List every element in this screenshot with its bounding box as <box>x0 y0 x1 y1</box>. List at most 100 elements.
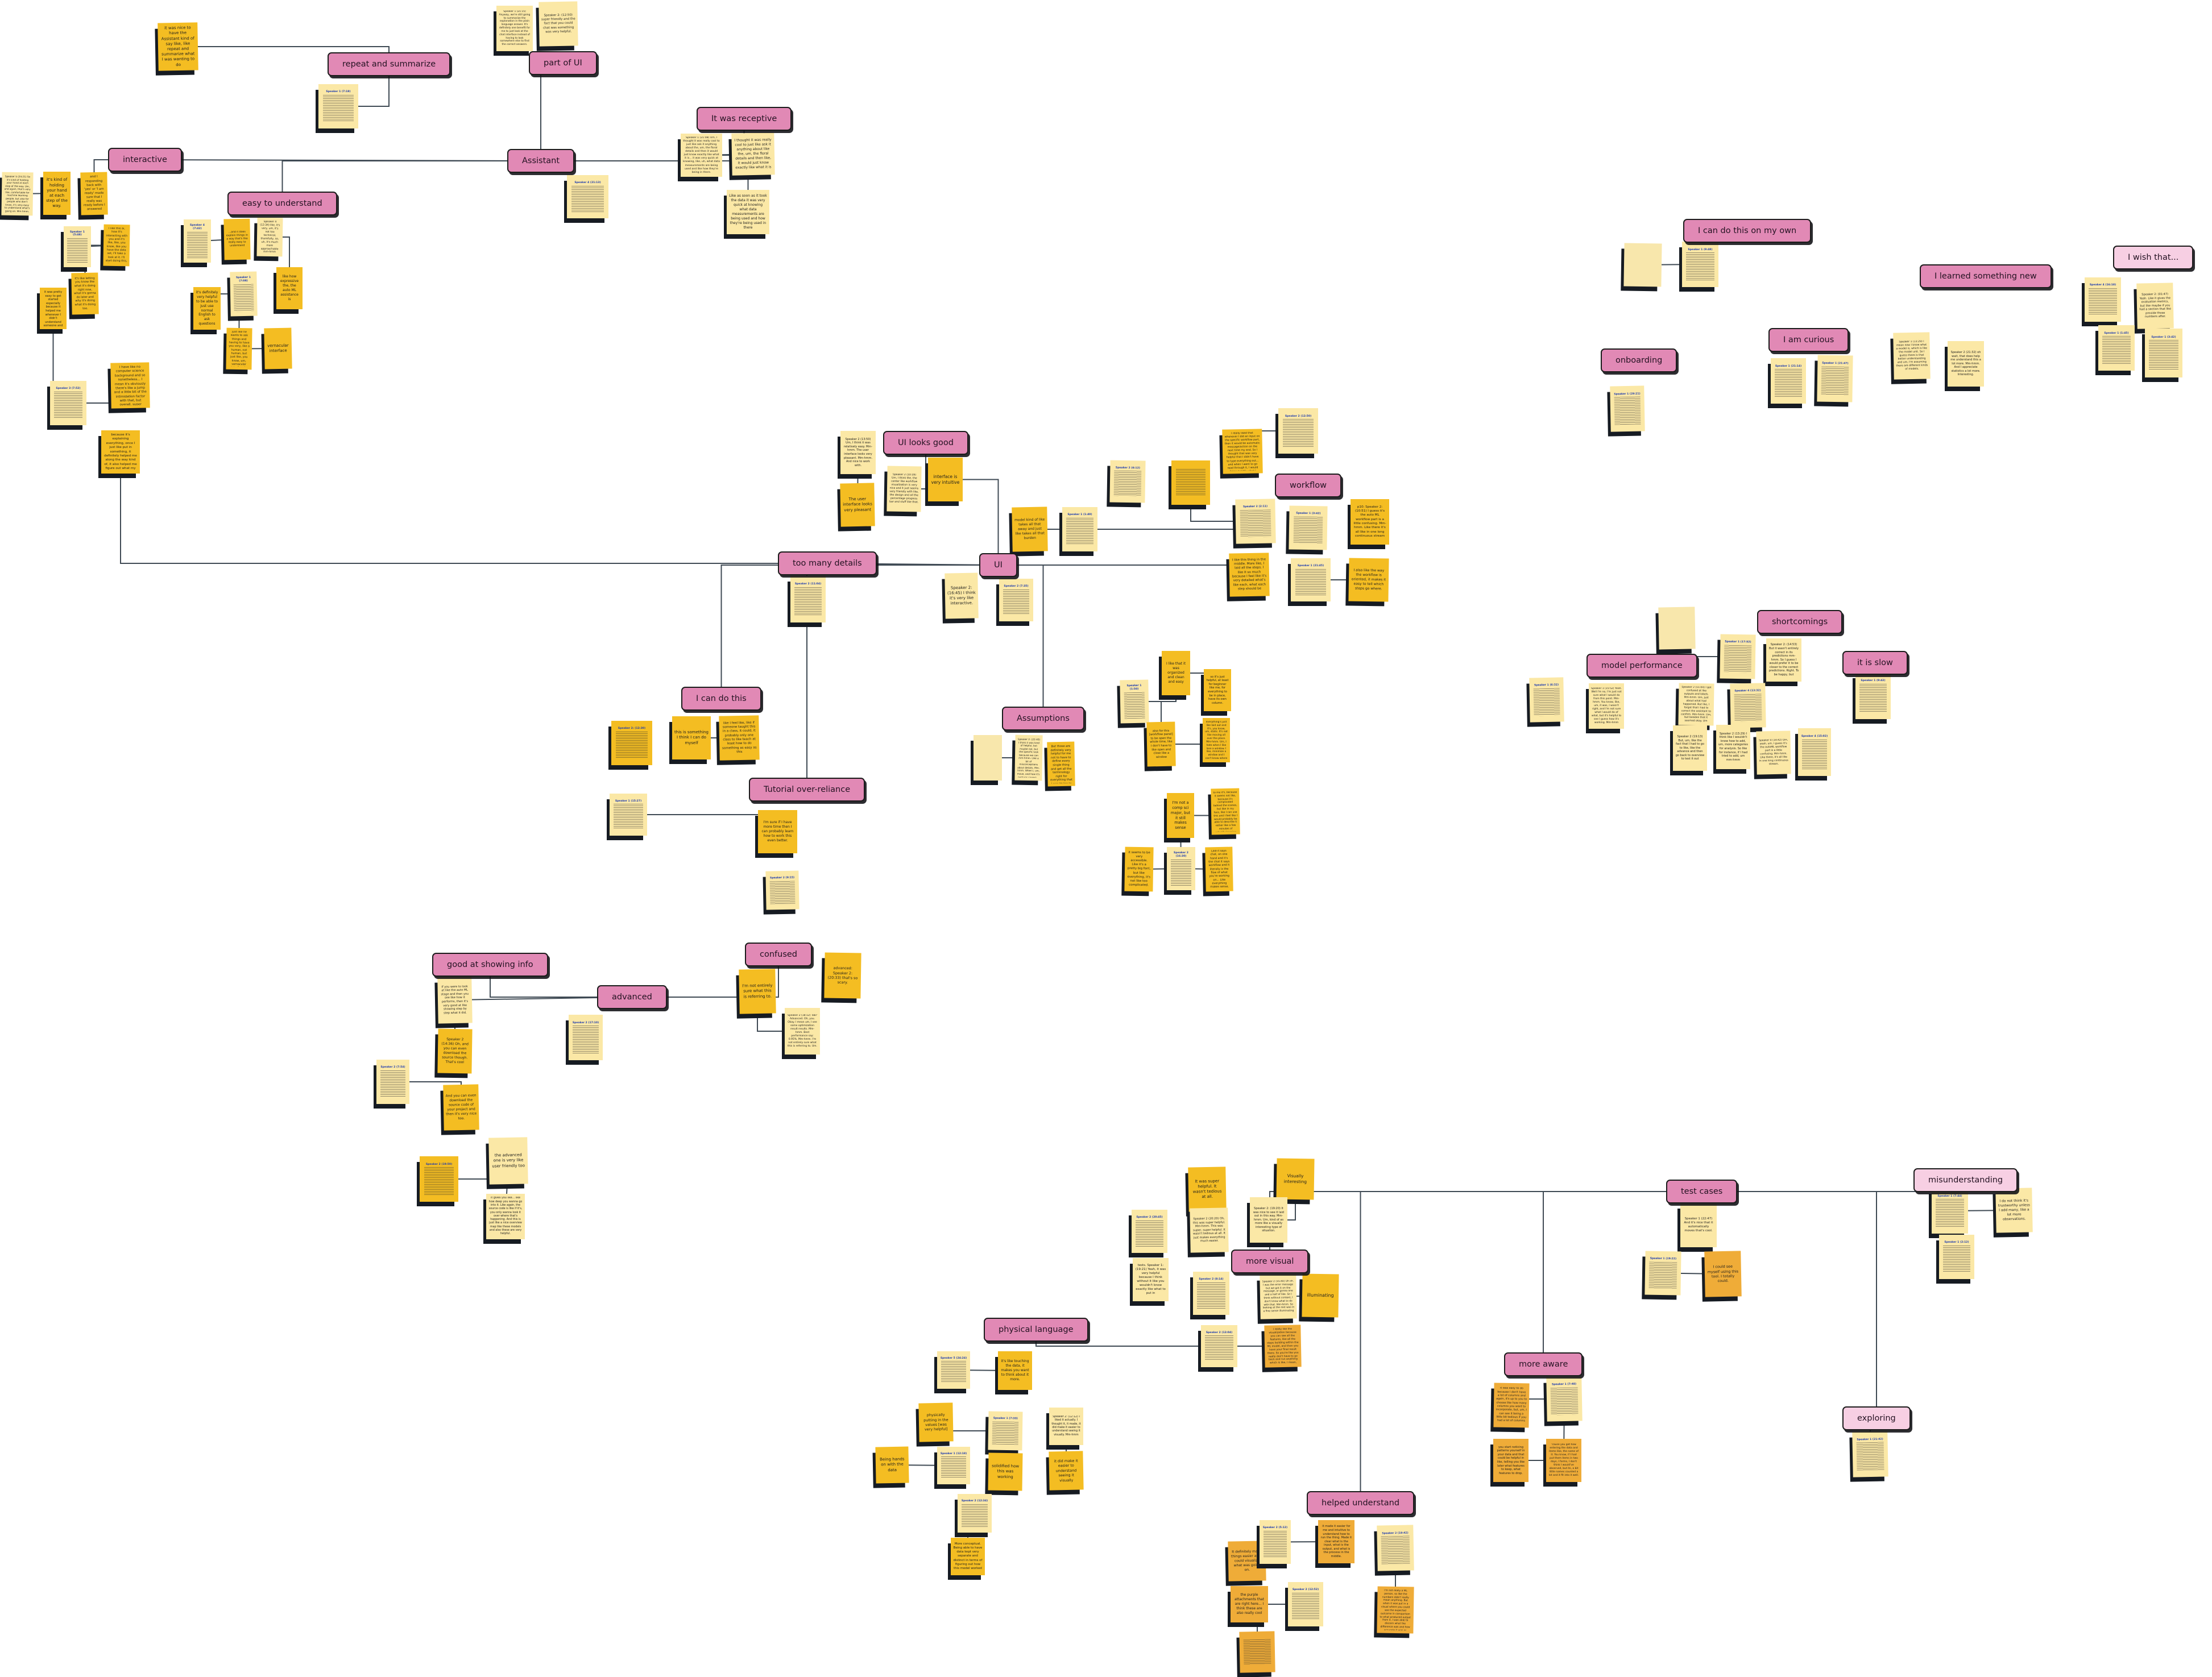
n10-sticky-note[interactable]: It's like letting you know like what it'… <box>71 272 99 315</box>
n133-sticky-note[interactable]: Speaker 1 (21:42) <box>1852 1431 1888 1477</box>
n117-sticky-note[interactable]: solidified how this was working <box>988 1452 1023 1491</box>
n35-sticky-note[interactable]: Speaker 2 (7:35) <box>999 579 1033 621</box>
label-misunderstanding[interactable]: misunderstanding <box>1913 1168 2018 1192</box>
n24-sticky-note[interactable]: Speaker 1 (21:08) Um, I thought it was r… <box>681 134 722 177</box>
n38-sticky-note[interactable]: Speaker 2 (12:50) <box>1278 408 1318 454</box>
n63-sticky-note[interactable]: I'm sure if I have more time then I can … <box>758 810 797 853</box>
label-more-aware[interactable]: more aware <box>1504 1352 1583 1376</box>
label-model-perf[interactable]: model performance <box>1586 654 1697 678</box>
n114-sticky-note[interactable]: Speaker 2: (12:12) I liked it actually. … <box>1049 1408 1083 1445</box>
n95-sticky-note[interactable]: Speaker 2 (18:12) Tab? Advanced. Oh, you… <box>785 1008 820 1055</box>
n102-sticky-note[interactable]: Speaker 2: (19:20) It was nice to see it… <box>1250 1197 1287 1243</box>
n98-sticky-note[interactable]: it gives you like... like how deep you w… <box>486 1194 525 1239</box>
n130-sticky-note[interactable]: Speaker 1 (7:48) <box>1546 1376 1583 1422</box>
n2-sticky-note[interactable]: Speaker 1 (7:18) <box>318 84 358 128</box>
n60-sticky-note[interactable]: this is something I think I can do mysel… <box>672 716 711 759</box>
n80-sticky-note[interactable]: Speaker 1 (15:52) Yeah. Well I'm no, I'm… <box>1589 683 1624 729</box>
n112-sticky-note[interactable]: physically putting in the values [was ve… <box>918 1402 954 1442</box>
label-can-do-own[interactable]: I can do this on my own <box>1683 219 1812 243</box>
n87-sticky-note[interactable]: Speaker 1 (9:42) <box>1855 673 1891 719</box>
n5-sticky-note[interactable]: Speaker 5 (24:21) So it's kind of holdin… <box>1 172 34 216</box>
label-learned[interactable]: I learned something new <box>1920 264 2052 288</box>
n115-sticky-note[interactable]: Being hands on with the data <box>875 1446 909 1484</box>
n8-sticky-note[interactable]: Speaker 1 (5:48) <box>64 226 91 267</box>
n66-sticky-note[interactable]: Speaker 1 (9:48) <box>1682 242 1718 287</box>
n14-sticky-note[interactable]: because it's explaining everything, once… <box>101 430 140 474</box>
n56-sticky-note[interactable] <box>974 735 1002 781</box>
n54-sticky-note[interactable]: Speaker 2 (16:30) <box>1167 847 1195 890</box>
n7-sticky-note[interactable]: and I responding back with 'yes' or 'I a… <box>80 172 108 215</box>
label-ui-looks-good[interactable]: UI looks good <box>883 431 968 455</box>
n61-sticky-note[interactable]: like I feel like, like if someone taught… <box>719 715 760 761</box>
n83-sticky-note[interactable]: Speaker 2 (19:13) But, um, like the fact… <box>1673 725 1707 771</box>
label-assistant[interactable]: Assistant <box>507 149 575 173</box>
label-receptive[interactable]: It was receptive <box>697 107 792 131</box>
n85-sticky-note[interactable]: Speaker 4 (14:42) Um, yeah, um, I guess … <box>1756 730 1791 775</box>
n68-sticky-note[interactable]: Speaker 1 (21:14) <box>1771 358 1806 404</box>
n12-sticky-note[interactable]: Speaker 3 (7:52) <box>50 381 86 425</box>
n96-sticky-note[interactable]: Speaker 2 (19:50) <box>420 1156 458 1202</box>
label-slow[interactable]: it is slow <box>1842 651 1908 675</box>
n128-sticky-note[interactable]: Speaker 1 (2:12) <box>1939 1235 1974 1279</box>
label-advanced[interactable]: advanced <box>597 985 667 1009</box>
n4-sticky-note[interactable]: Speaker 2: (12:50) super friendly and th… <box>538 1 578 47</box>
n67-sticky-note[interactable]: Speaker 1 (29:21) <box>1610 385 1645 432</box>
n113-sticky-note[interactable]: Speaker 1 (7:33) <box>988 1411 1023 1451</box>
label-repeat-summarize[interactable]: repeat and summarize <box>328 52 451 76</box>
n77-sticky-note[interactable]: Speaker 1 (17:52) <box>1720 634 1756 679</box>
n73-sticky-note[interactable]: Speaker 2: (01:47) Yeah. Like it gives t… <box>2136 283 2174 329</box>
n27-sticky-note[interactable]: Speaker 2 (13:50) Um, I think it was rel… <box>840 431 876 474</box>
n20-sticky-note[interactable]: it's definitely very helpful to be able … <box>193 287 221 330</box>
n93-sticky-note[interactable]: advanced: Speaker 2: (20:33) that's so s… <box>824 952 861 999</box>
n17-sticky-note[interactable]: Speaker 4 (12:34) like, it's very, um, i… <box>256 217 283 257</box>
label-confused[interactable]: confused <box>745 943 813 966</box>
n116-sticky-note[interactable]: Speaker 1 (12:18) <box>937 1447 970 1484</box>
n19-sticky-note[interactable]: Speaker 1 (7:08) <box>230 271 258 317</box>
n47-sticky-note[interactable]: I like that it was organized and clean a… <box>1162 651 1190 695</box>
n124-sticky-note[interactable]: I could see myself using this tool. I to… <box>1704 1251 1742 1297</box>
n55-sticky-note[interactable]: Like it says chat, on one hand and it's … <box>1205 846 1233 892</box>
n23-sticky-note[interactable]: like how expressive the, the auto ML ass… <box>276 267 303 309</box>
n42-sticky-note[interactable]: p10: Speaker 2: (10:51) I guess it's the… <box>1351 499 1389 545</box>
n110-sticky-note[interactable]: Speaker 5 (24:24) <box>937 1351 970 1389</box>
n18-sticky-note[interactable]: Speaker 4 (21:13) <box>567 175 608 218</box>
label-tutorial[interactable]: Tutorial over-reliance <box>749 778 865 802</box>
n57-sticky-note[interactable]: Speaker 2: (22:40) I think it was kind o… <box>1014 734 1043 781</box>
label-ui[interactable]: UI <box>979 553 1017 577</box>
n36-sticky-note[interactable]: Speaker 2 (11:04) <box>790 576 826 622</box>
n90-sticky-note[interactable]: Speaker 2 (7:54) <box>376 1060 409 1104</box>
label-exploring[interactable]: exploring <box>1842 1406 1911 1430</box>
n126-sticky-note[interactable]: Speaker 1 (7:44) <box>1932 1188 1968 1234</box>
n132-sticky-note[interactable]: 'cause you get how entering the data and… <box>1546 1439 1581 1482</box>
label-physical[interactable]: physical language <box>984 1318 1088 1342</box>
n39-sticky-note[interactable] <box>1171 460 1210 505</box>
n43-sticky-note[interactable]: I like this thing in the middle. More li… <box>1229 553 1270 597</box>
label-too-many-details[interactable]: too many details <box>778 551 877 575</box>
n82-sticky-note[interactable]: Speaker 4 (13:32) <box>1730 683 1766 728</box>
n37-sticky-note[interactable]: I really liked that whenever I did an in… <box>1222 429 1263 474</box>
label-workflow[interactable]: workflow <box>1275 474 1341 497</box>
n105-sticky-note[interactable]: illuminating <box>1302 1273 1339 1318</box>
n135-sticky-note[interactable]: it made it easier for me and intuitive t… <box>1318 1520 1354 1563</box>
n86-sticky-note[interactable]: Speaker 4 (15:02) <box>1798 728 1831 776</box>
n45-sticky-note[interactable]: I also like the way the workflow is orie… <box>1348 558 1389 602</box>
label-wish[interactable]: I wish that... <box>2113 246 2194 269</box>
n91-sticky-note[interactable]: And you can even download the source cod… <box>443 1084 479 1131</box>
n40-sticky-note[interactable]: Speaker 2 (2:11) <box>1235 499 1276 544</box>
n131-sticky-note[interactable]: you start noticing patterns yourself in … <box>1493 1439 1528 1482</box>
n106-sticky-note[interactable]: Speaker 2 (15:40) Uh oh. I was the error… <box>1260 1274 1297 1319</box>
n26-sticky-note[interactable]: Like as soon as it took the data it was … <box>727 190 769 234</box>
n89-sticky-note[interactable]: Speaker 2 (14:36) Oh, and you can even d… <box>437 1028 473 1074</box>
n64-sticky-note[interactable]: Speaker 2 (9:15) <box>765 870 800 910</box>
n81-sticky-note[interactable]: Speaker 2 (11:04) I got confused at like… <box>1678 683 1714 726</box>
n70-sticky-note[interactable]: Speaker 1 (13:29) I mean now I know what… <box>1893 332 1931 380</box>
n127-sticky-note[interactable]: I do not think it's trustworthy unless I… <box>1995 1188 2033 1233</box>
n92-sticky-note[interactable]: Speaker 2 (17:10) <box>569 1015 603 1060</box>
n84-sticky-note[interactable]: Speaker 2 (13:29) I think like I wouldn'… <box>1716 725 1750 769</box>
n6-sticky-note[interactable]: it's kind of holding your hand at each s… <box>43 172 71 215</box>
n9-sticky-note[interactable]: I like this ai, how it's interacting wit… <box>103 224 130 267</box>
n21-sticky-note[interactable]: just like he wants to ask things and hav… <box>226 327 252 370</box>
n118-sticky-note[interactable]: it did make it easier to understand seei… <box>1049 1451 1084 1491</box>
label-onboarding[interactable]: onboarding <box>1601 348 1677 372</box>
n101-sticky-note[interactable]: Visually interesting <box>1276 1158 1315 1200</box>
